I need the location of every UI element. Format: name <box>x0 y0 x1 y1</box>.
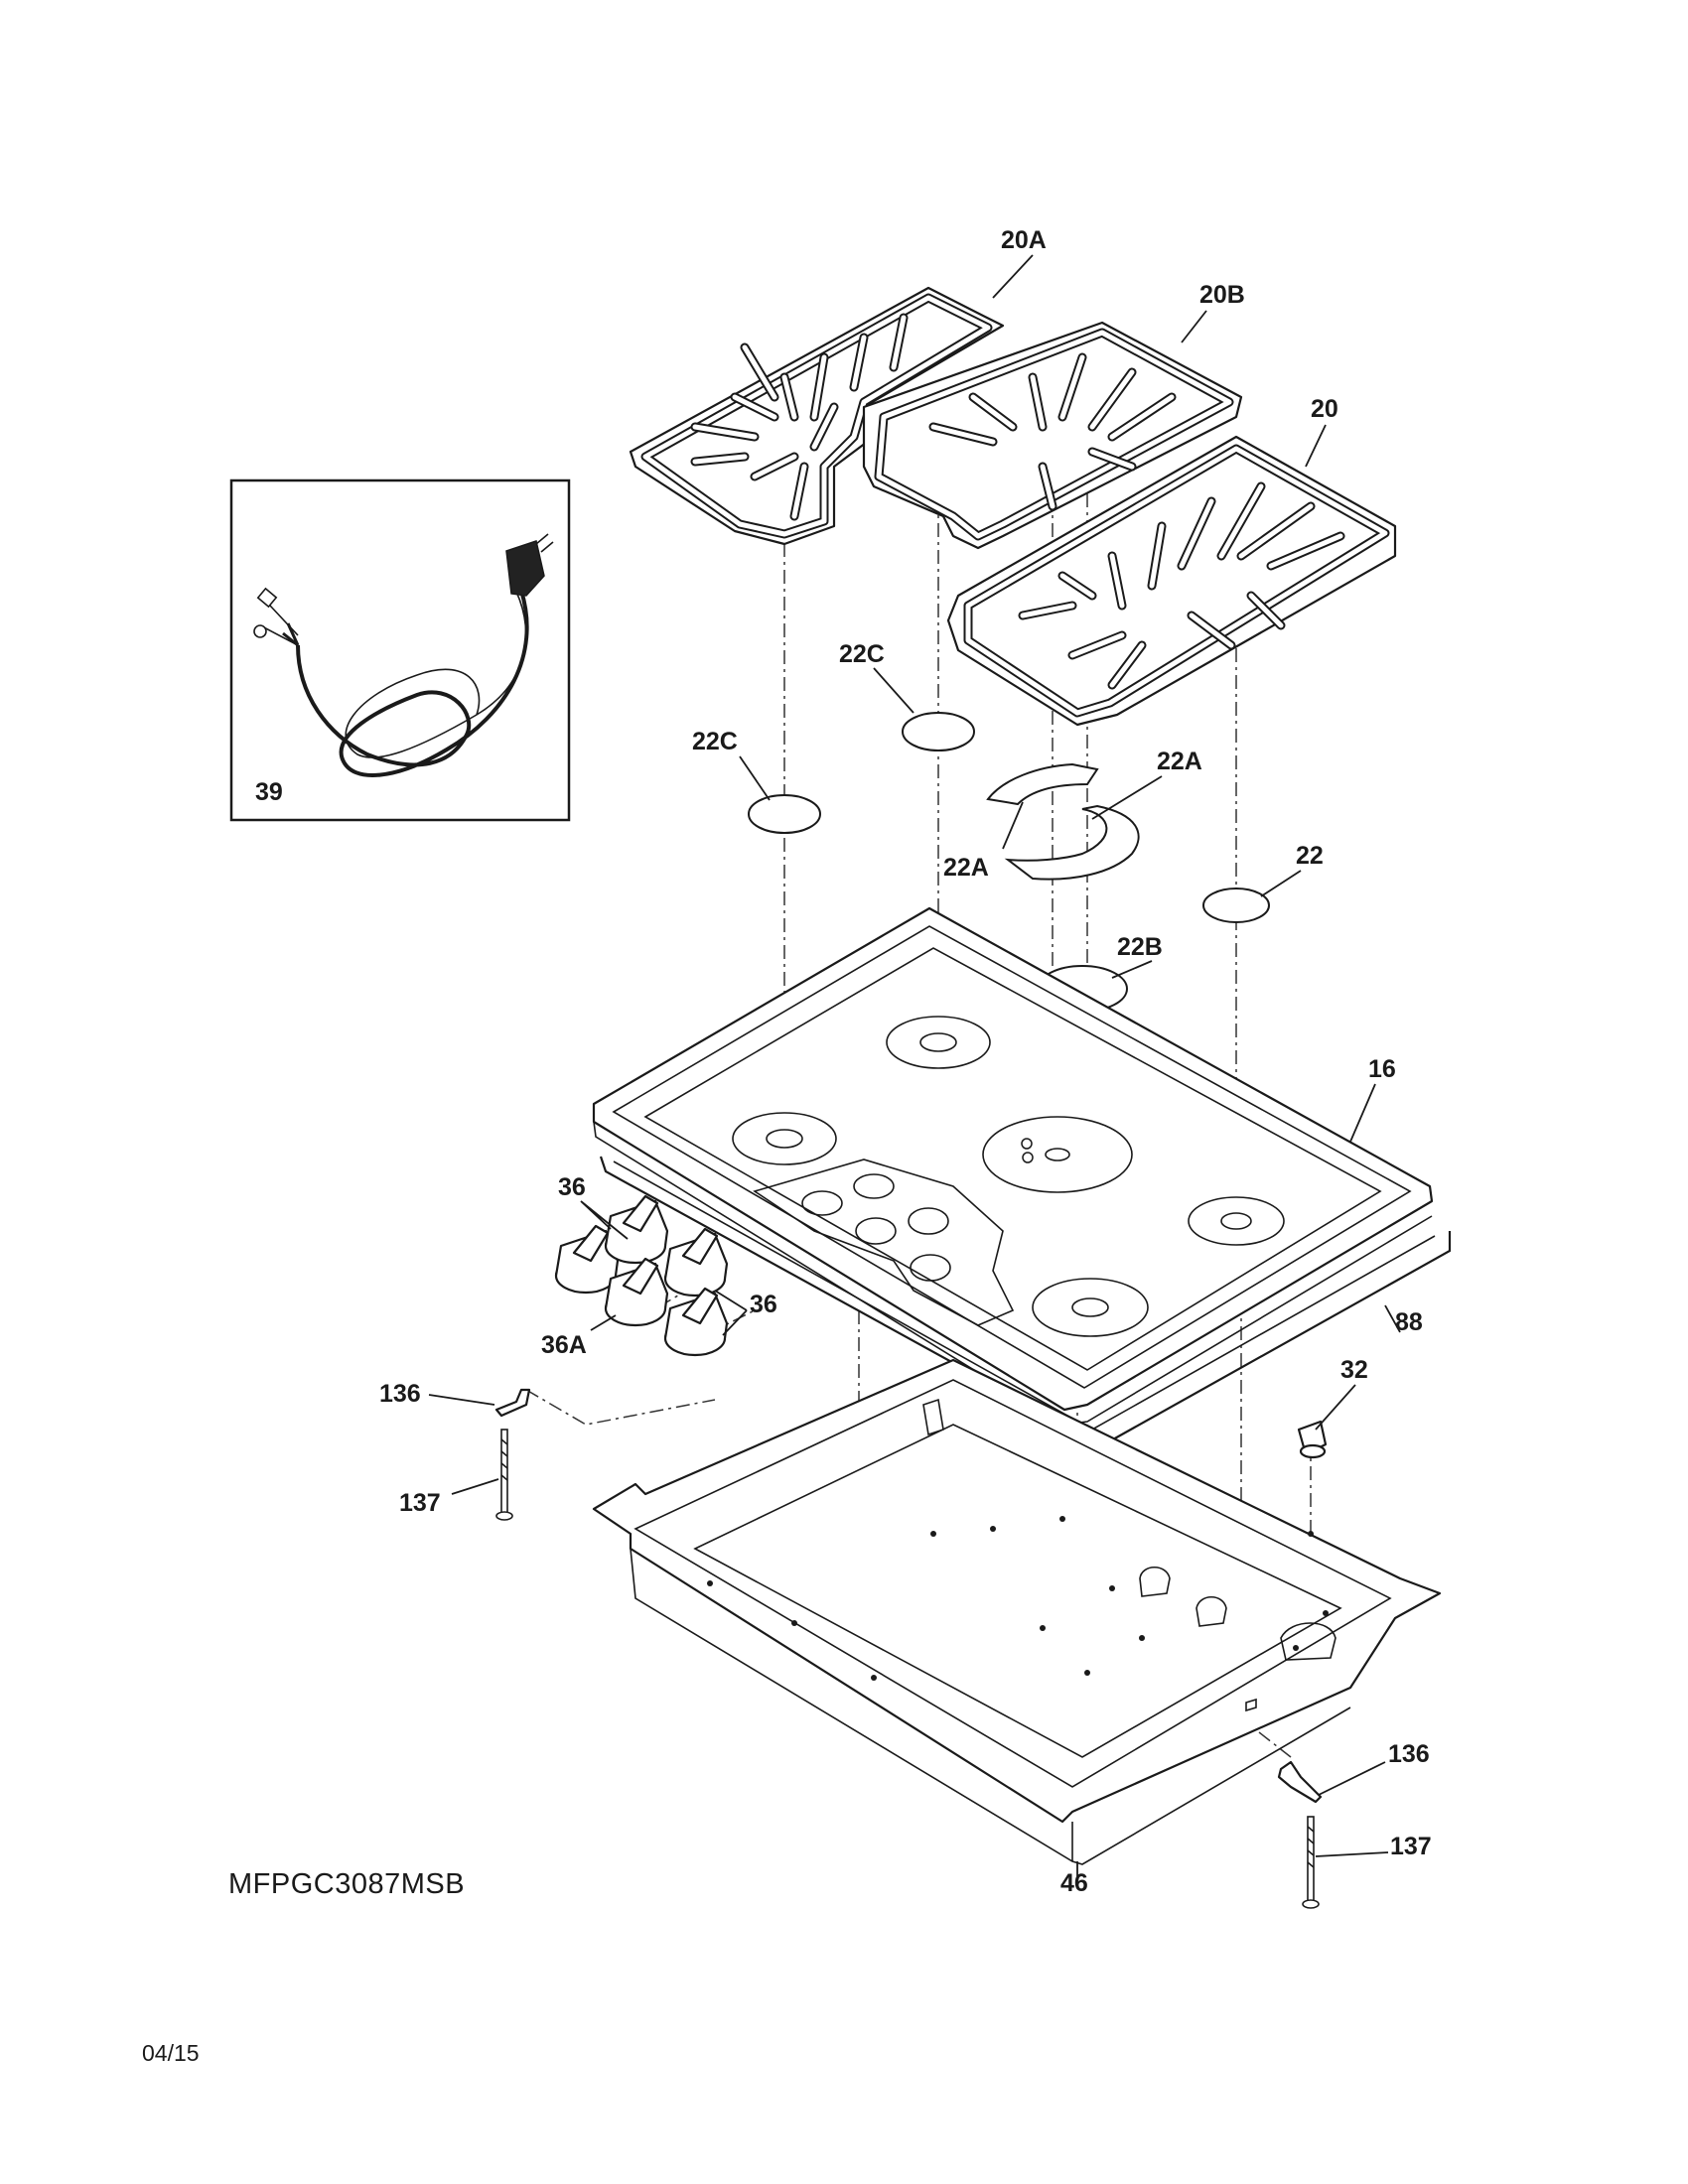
burner-well-left-rear <box>886 1016 991 1069</box>
cap-22c-right <box>902 712 975 751</box>
control-panel-area <box>753 1159 1015 1326</box>
callout-137-right: 137 <box>1390 1833 1432 1860</box>
cap-22 <box>1202 887 1270 923</box>
callout-136-right: 136 <box>1388 1740 1430 1768</box>
callout-36a: 36A <box>541 1331 587 1359</box>
knob-3 <box>604 1257 669 1327</box>
ignition-switch-32 <box>1297 1420 1328 1459</box>
callout-137-left: 137 <box>399 1489 441 1517</box>
screw-137-left <box>495 1429 513 1521</box>
grate-20 <box>946 435 1397 727</box>
bracket-136-left <box>494 1388 531 1418</box>
inset-part-number: 39 <box>255 778 283 806</box>
callout-46: 46 <box>1060 1869 1088 1897</box>
callout-22: 22 <box>1296 842 1324 870</box>
callout-36-right: 36 <box>750 1291 777 1318</box>
knob-1 <box>554 1224 620 1295</box>
callout-16: 16 <box>1368 1055 1396 1083</box>
burner-well-left-front <box>732 1112 837 1165</box>
callout-22a-top: 22A <box>1157 748 1202 775</box>
burner-caps <box>748 712 1270 1013</box>
grate-20a <box>629 286 1005 546</box>
burner-well-right-front <box>1032 1278 1149 1337</box>
callout-20b: 20B <box>1199 281 1245 309</box>
callout-36-top: 36 <box>558 1173 586 1201</box>
callout-22b: 22B <box>1117 933 1163 961</box>
cap-22c-left <box>748 794 821 834</box>
cap-22a-lower <box>1004 804 1140 881</box>
callout-22c-right: 22C <box>839 640 885 668</box>
callout-88: 88 <box>1395 1308 1423 1336</box>
revision-date: 04/15 <box>142 2040 200 2066</box>
callout-32: 32 <box>1340 1356 1368 1384</box>
callout-labels: 20A 20B 20 22C 22C 22A 22A 22 22B 16 36 … <box>379 226 1432 1897</box>
leader-lines <box>428 254 1401 1876</box>
grate-20b <box>862 321 1243 550</box>
control-knobs <box>554 1194 729 1357</box>
knob-4 <box>663 1227 729 1297</box>
bracket-136-right <box>1277 1760 1323 1804</box>
callout-20a: 20A <box>1001 226 1047 254</box>
cap-22a-upper <box>986 762 1099 806</box>
power-cord-illustration <box>253 533 554 777</box>
cooktop-16 <box>592 906 1434 1426</box>
callout-22c-left: 22C <box>692 728 738 755</box>
burner-well-center <box>982 1116 1133 1193</box>
callout-22a-bottom: 22A <box>943 854 989 882</box>
knob-5 <box>663 1287 729 1357</box>
model-number: MFPGC3087MSB <box>228 1868 466 1900</box>
burner-well-right-rear <box>1188 1196 1285 1246</box>
screw-137-right <box>1302 1816 1320 1909</box>
burner-box-46 <box>592 1358 1442 1865</box>
power-cord-inset: 39 <box>229 478 571 822</box>
callout-136-left: 136 <box>379 1380 421 1408</box>
callout-20: 20 <box>1311 395 1338 423</box>
